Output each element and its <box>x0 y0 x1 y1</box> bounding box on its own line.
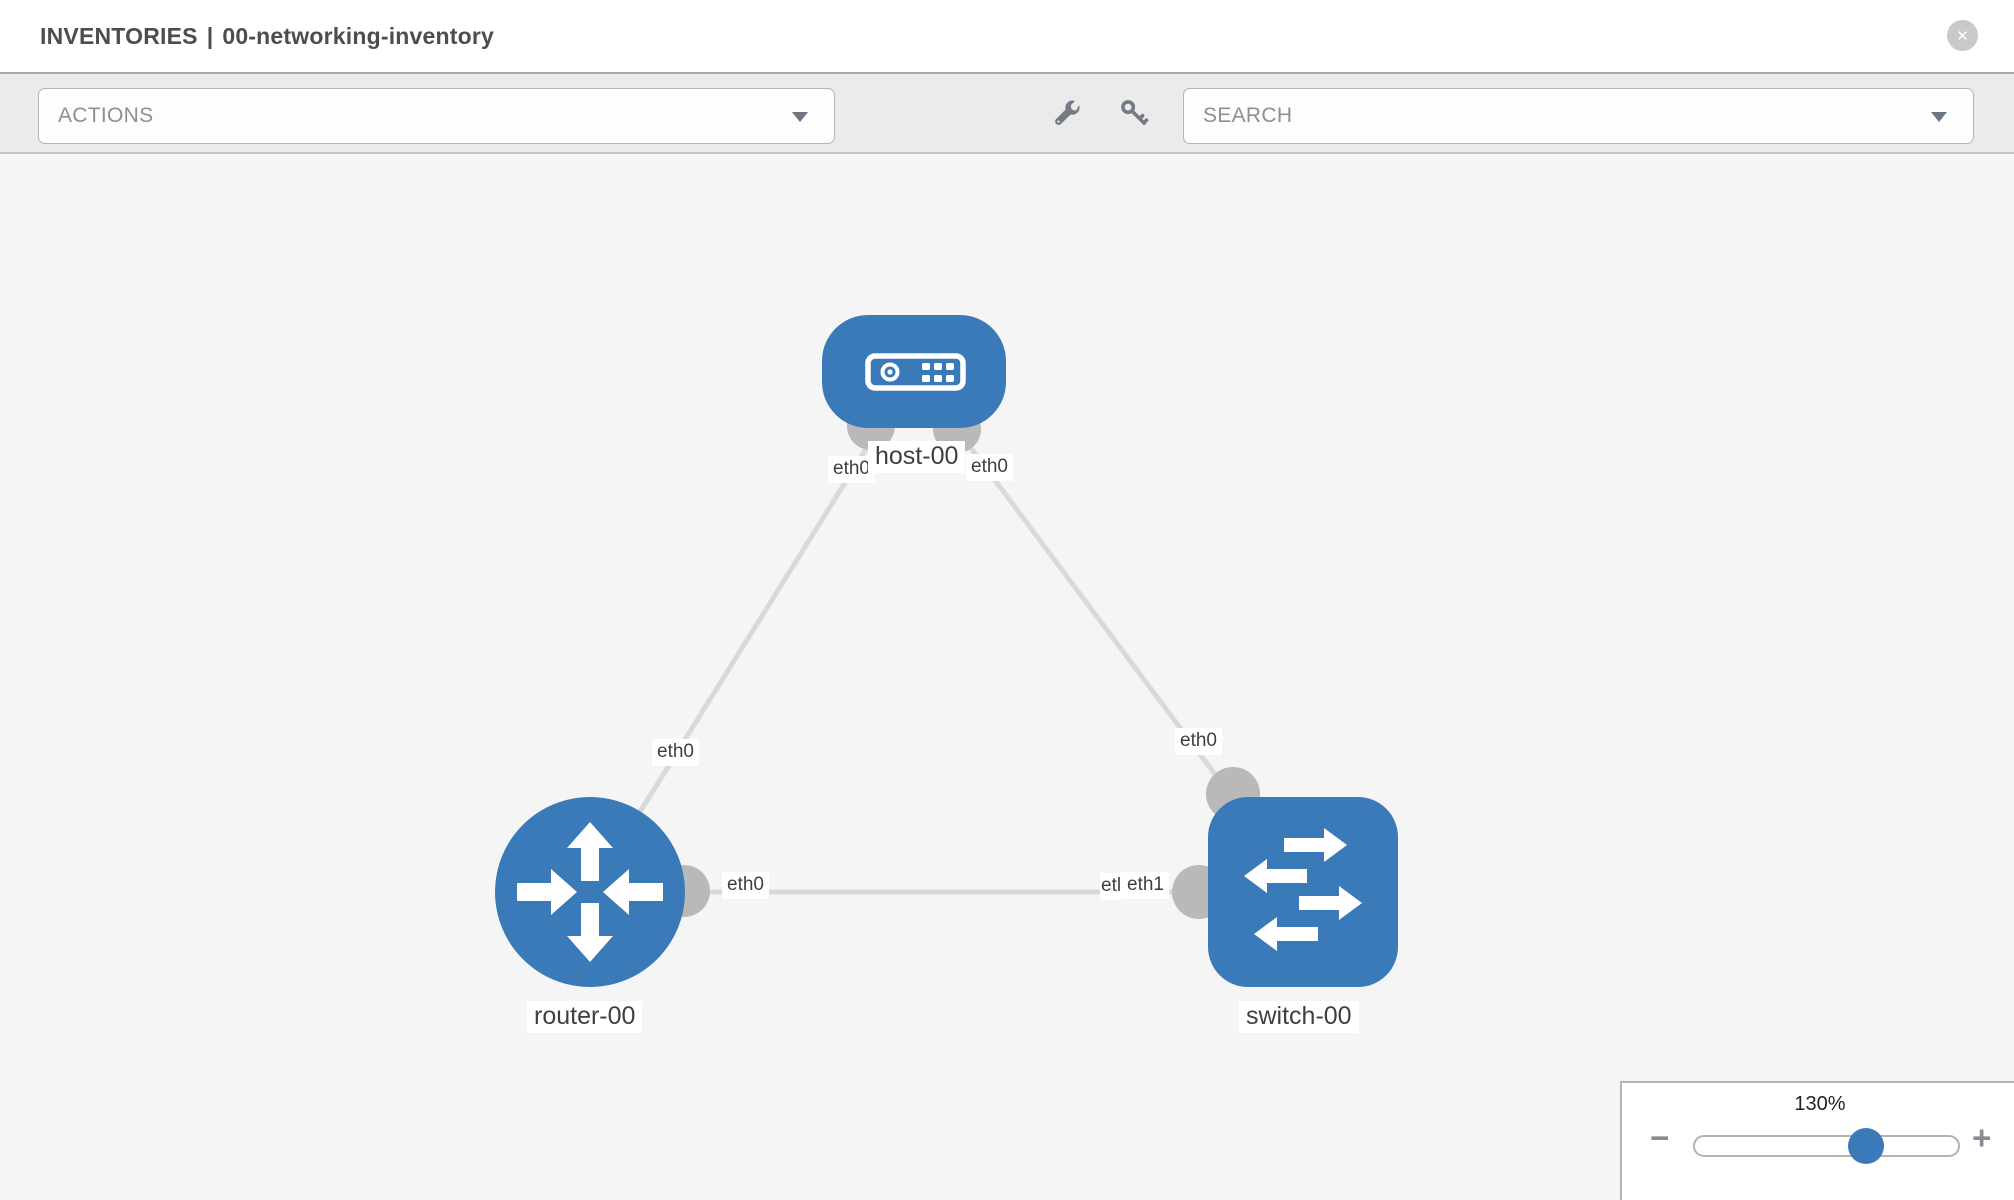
header: INVENTORIES | 00-networking-inventory ✕ <box>0 0 2014 72</box>
interface-label: eth0 <box>966 454 1013 481</box>
interface-label: eth0 <box>652 739 699 766</box>
zoom-slider-track[interactable] <box>1693 1135 1960 1157</box>
wrench-icon <box>1055 100 1080 125</box>
actions-dropdown-label: ACTIONS <box>58 104 154 127</box>
interface-label: eth0 <box>828 456 875 483</box>
credentials-button[interactable] <box>1112 90 1156 136</box>
interface-label-clipped: etl <box>1100 873 1123 900</box>
toolbar: ACTIONS SEARCH <box>0 72 2014 154</box>
zoom-in-button[interactable]: + <box>1972 1119 1992 1156</box>
zoom-level-value: 130% <box>1794 1093 1846 1115</box>
router-icon <box>517 822 663 962</box>
chevron-down-icon <box>792 112 808 122</box>
search-dropdown[interactable]: SEARCH <box>1183 88 1974 144</box>
title-section: INVENTORIES <box>40 22 198 49</box>
node-label-switch: switch-00 <box>1239 1001 1359 1033</box>
close-icon: ✕ <box>1956 27 1969 45</box>
interface-label: eth0 <box>1175 728 1222 755</box>
key-icon <box>1121 100 1149 125</box>
host-icon <box>865 353 966 391</box>
interface-label: eth1 <box>1122 872 1169 899</box>
close-button[interactable]: ✕ <box>1947 20 1978 51</box>
chevron-down-icon <box>1931 112 1947 122</box>
zoom-out-button[interactable]: − <box>1650 1119 1670 1156</box>
title-inventory-name: 00-networking-inventory <box>222 22 495 49</box>
title-divider: | <box>206 22 214 49</box>
switch-icon <box>1244 828 1362 951</box>
configure-button[interactable] <box>1044 90 1088 136</box>
search-placeholder: SEARCH <box>1203 104 1293 127</box>
interface-label: eth0 <box>722 872 769 899</box>
node-switch-00[interactable] <box>1208 797 1398 987</box>
zoom-slider-thumb[interactable] <box>1848 1128 1884 1164</box>
node-label-host: host-00 <box>868 441 966 473</box>
node-router-00[interactable] <box>495 797 685 987</box>
node-host-00[interactable] <box>822 315 1006 428</box>
node-label-router: router-00 <box>527 1001 643 1033</box>
zoom-panel: 130% − + <box>1620 1081 2014 1200</box>
page-title: INVENTORIES | 00-networking-inventory <box>40 23 503 50</box>
actions-dropdown[interactable]: ACTIONS <box>38 88 835 144</box>
